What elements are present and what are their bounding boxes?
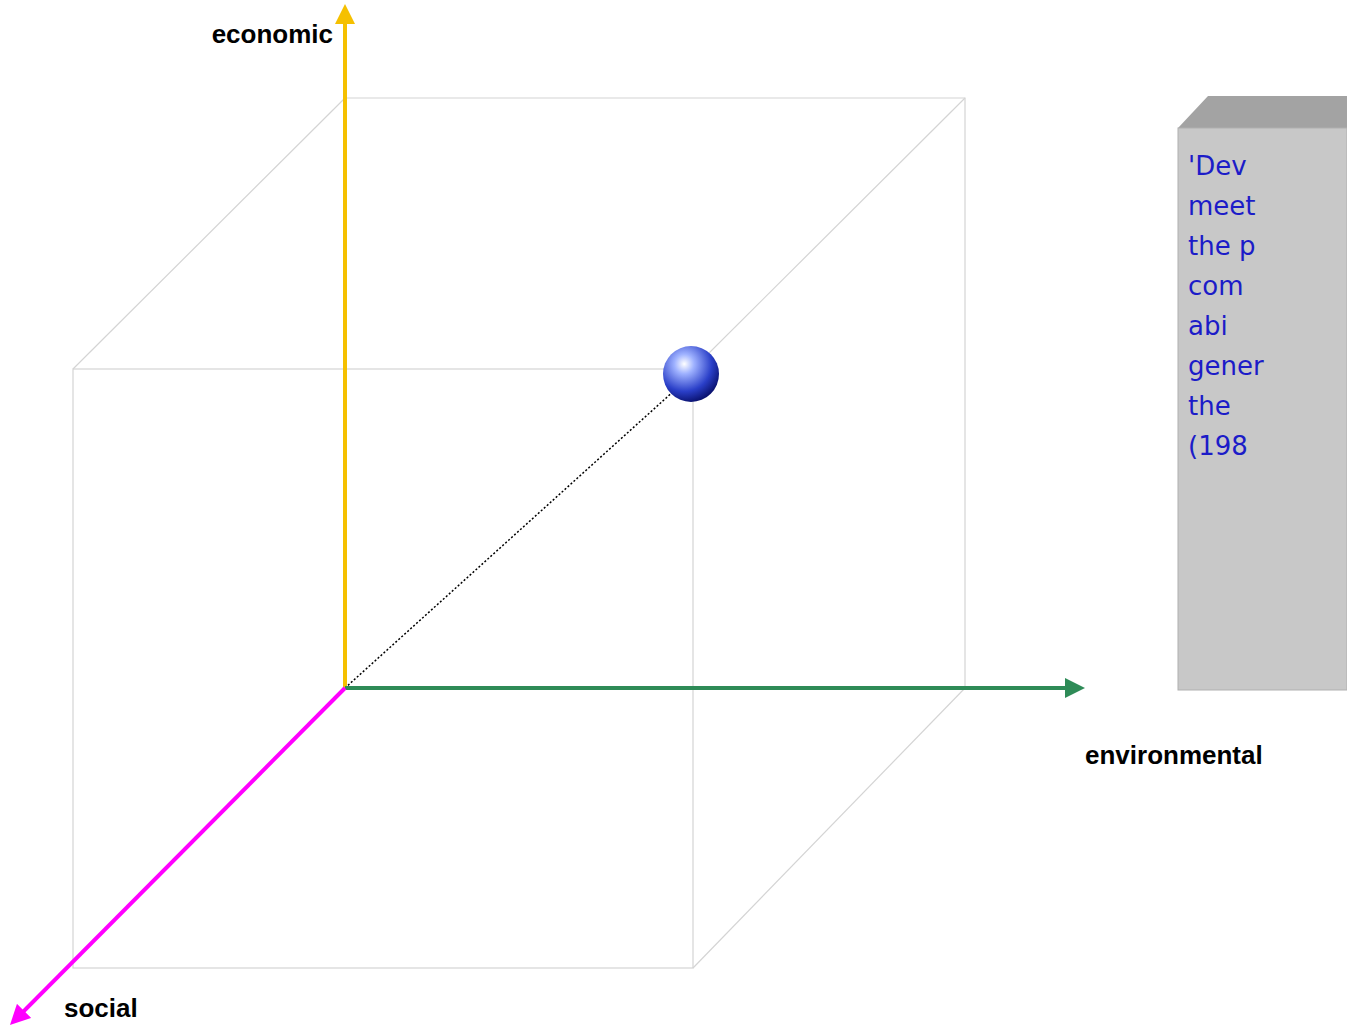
cube-edges (73, 98, 965, 968)
economic-axis (343, 14, 347, 688)
axis-label-text: environmental (1085, 740, 1263, 770)
cube-edge (693, 98, 965, 369)
position-sphere (663, 346, 719, 402)
quote-callout: 'Dev meet the p com abi gener the (198 (1178, 128, 1347, 690)
axis-label: social (64, 993, 138, 1024)
callout-bevel (1178, 96, 1347, 690)
quote-text: 'Dev meet the p com abi gener the (198 (1188, 146, 1271, 466)
cube-front-face (73, 369, 693, 968)
environmental-axis (345, 686, 1075, 690)
axis-label-text: social (64, 993, 138, 1023)
axis-label: environmental (1085, 740, 1263, 771)
social-axis (17, 688, 345, 1018)
cube-back-face (345, 98, 965, 688)
cube-edge (73, 98, 345, 369)
axis-label-text: economic (212, 19, 333, 49)
dotted-vector (345, 380, 686, 688)
cube-edge (693, 688, 965, 968)
axis-label: economic (212, 19, 333, 50)
